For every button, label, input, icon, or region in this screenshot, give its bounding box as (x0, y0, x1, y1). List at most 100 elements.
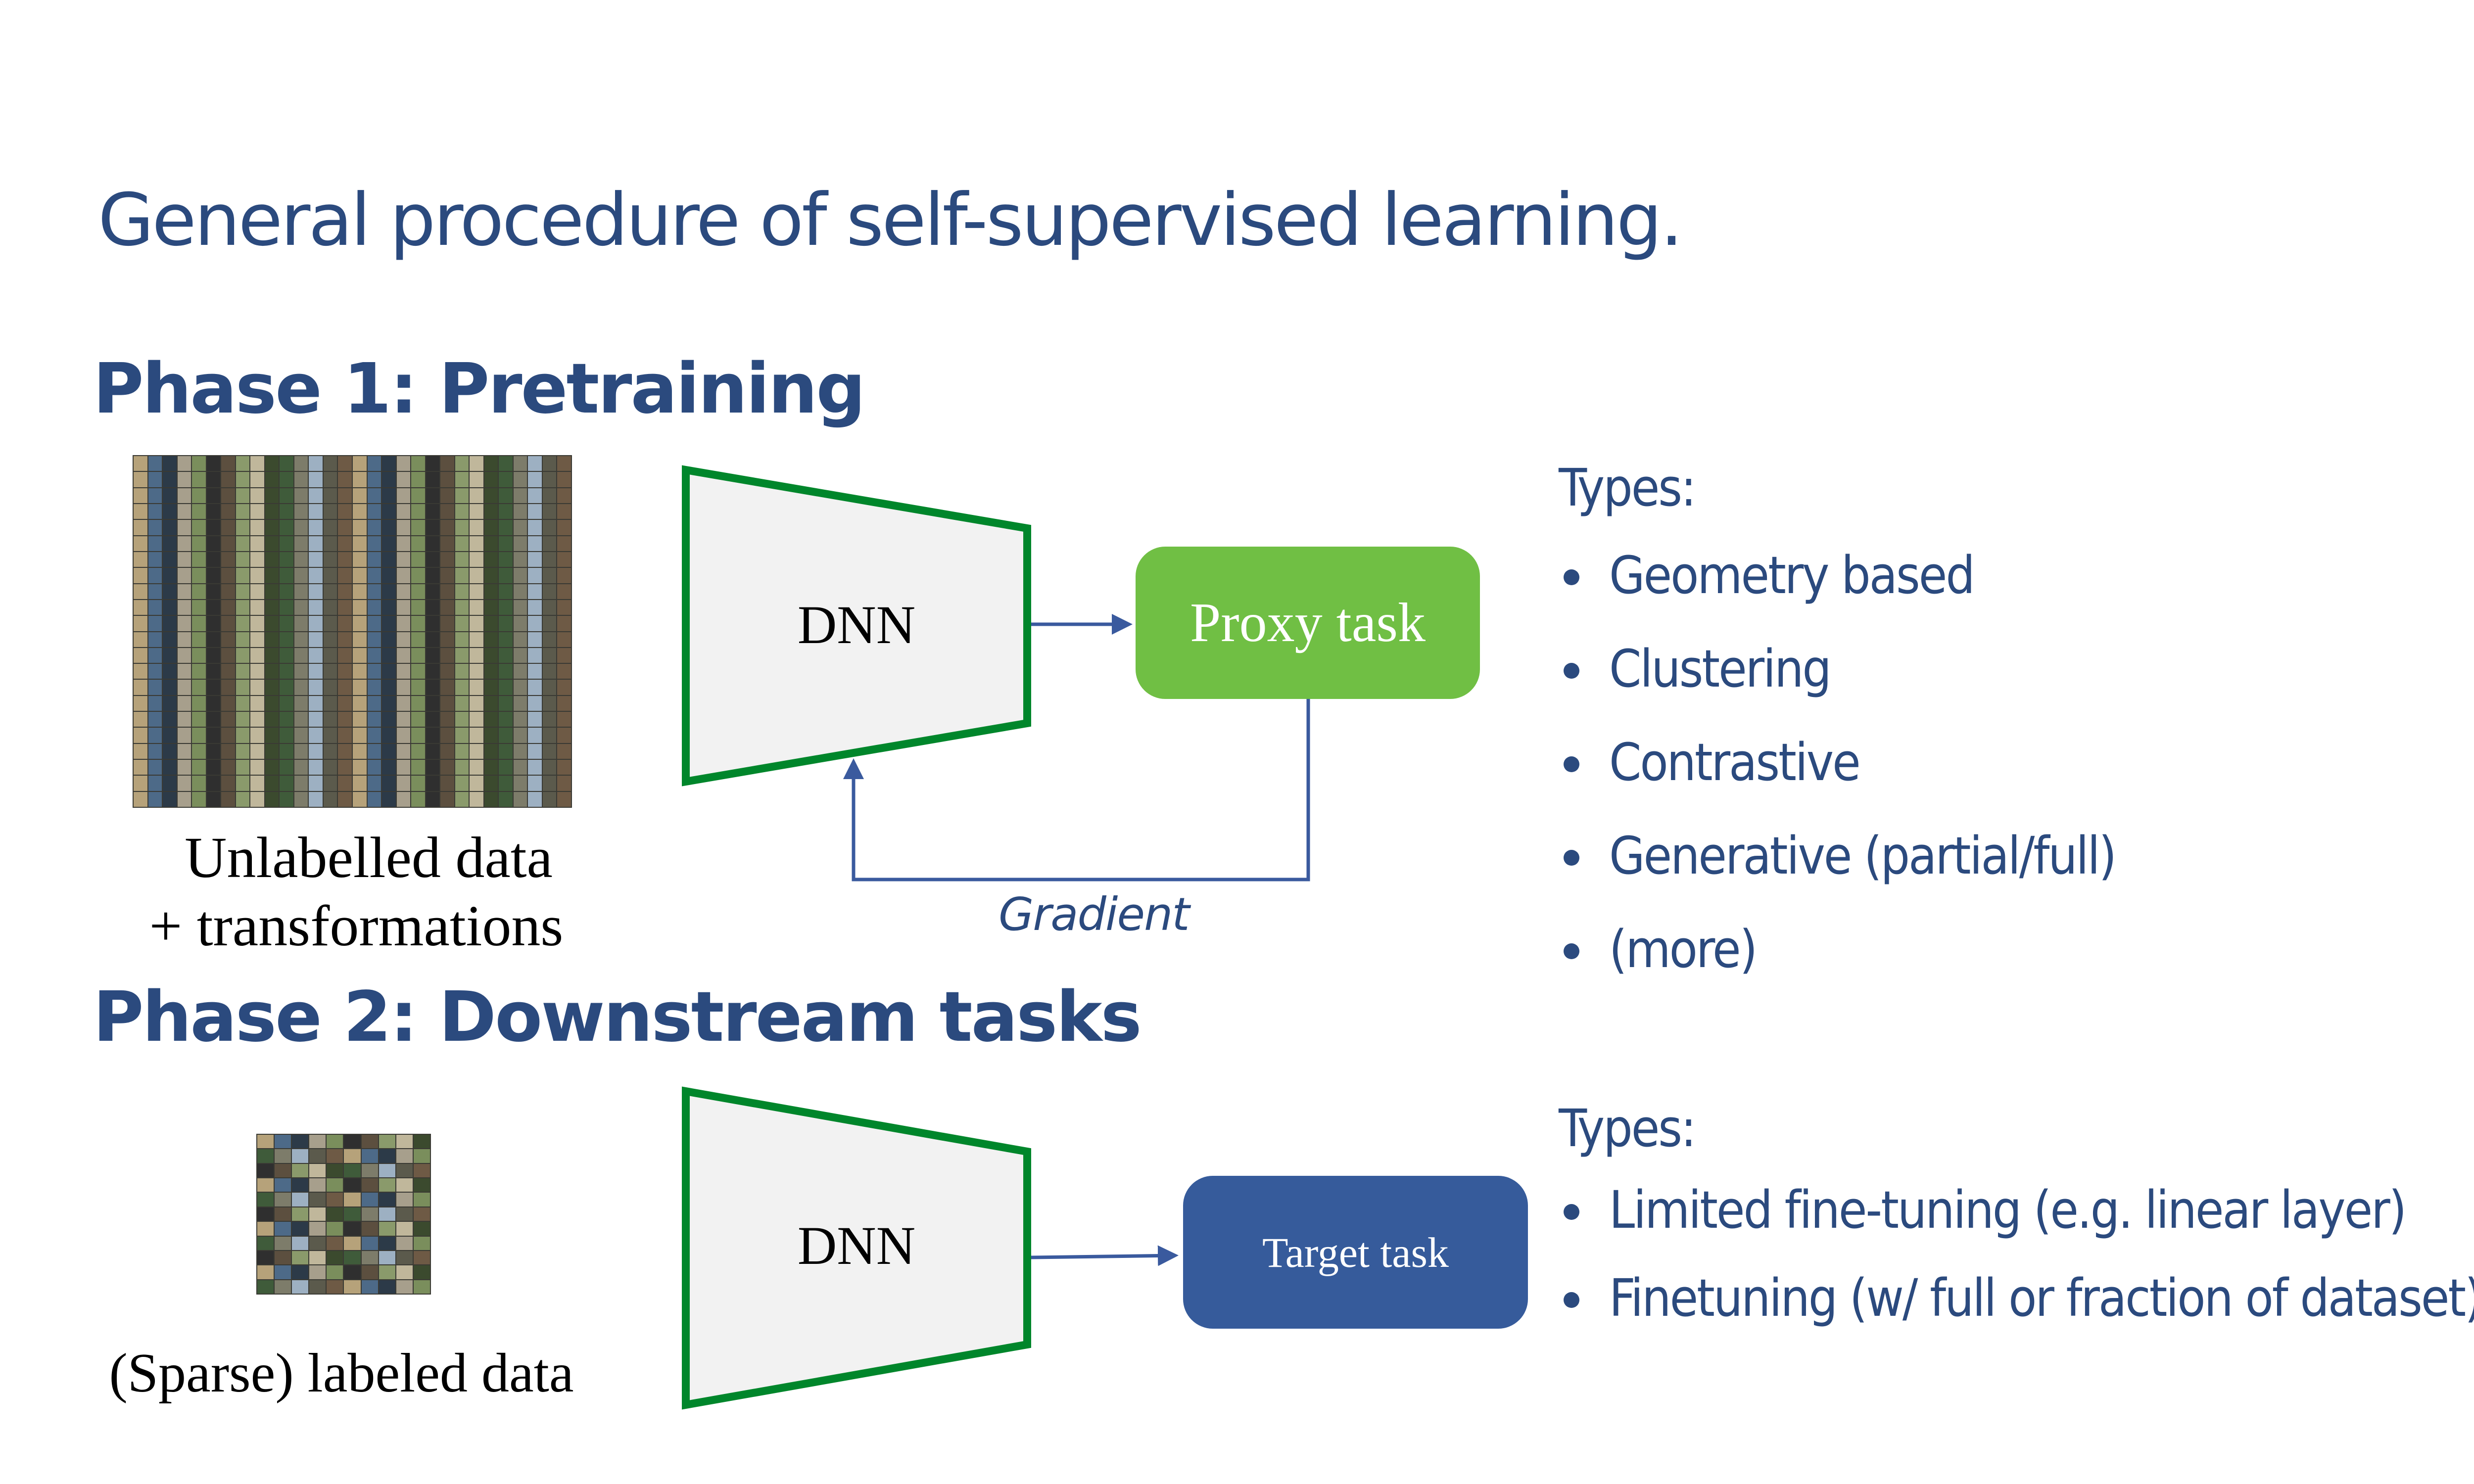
image-tile (338, 680, 352, 695)
image-tile (236, 648, 250, 663)
image-tile (280, 632, 293, 647)
image-tile (338, 584, 352, 599)
image-tile (134, 520, 147, 535)
caption-line-1: Unlabelled data (185, 825, 553, 890)
phase1-type-item: (more) (1559, 920, 2115, 1013)
image-tile (206, 728, 221, 743)
image-tile (352, 616, 367, 631)
type-label: (more) (1609, 919, 1758, 979)
image-tile (361, 1251, 378, 1265)
image-tile (148, 632, 162, 647)
image-tile (221, 488, 235, 503)
image-tile (309, 1149, 326, 1163)
image-tile (206, 712, 221, 727)
image-tile (440, 616, 454, 631)
image-tile (455, 791, 469, 807)
image-tile (470, 456, 483, 471)
image-tile (396, 1265, 413, 1279)
image-tile (470, 680, 483, 695)
image-tile (513, 472, 527, 487)
image-tile (327, 1163, 343, 1178)
image-tile (323, 456, 337, 471)
image-tile (134, 776, 147, 791)
image-tile (411, 536, 425, 551)
image-tile (542, 680, 557, 695)
image-tile (440, 456, 454, 471)
image-tile (455, 536, 469, 551)
image-tile (426, 568, 440, 583)
image-tile (382, 504, 396, 519)
image-tile (327, 1265, 343, 1279)
image-tile (192, 504, 206, 519)
image-tile (528, 712, 542, 727)
image-tile (499, 791, 513, 807)
image-tile (499, 552, 513, 567)
image-tile (294, 743, 308, 759)
image-tile (455, 712, 469, 727)
image-tile (411, 680, 425, 695)
image-tile (542, 776, 557, 791)
image-tile (542, 760, 557, 775)
image-tile (327, 1251, 343, 1265)
image-tile (236, 616, 250, 631)
image-tile (361, 1280, 378, 1294)
image-tile (361, 1207, 378, 1221)
image-tile (327, 1222, 343, 1236)
image-tile (352, 584, 367, 599)
image-tile (382, 488, 396, 503)
image-tile (163, 680, 177, 695)
image-tile (134, 536, 147, 551)
image-tile (148, 584, 162, 599)
image-tile (413, 1251, 430, 1265)
image-tile (484, 536, 498, 551)
image-tile (361, 1222, 378, 1236)
image-tile (148, 743, 162, 759)
image-tile (499, 568, 513, 583)
image-tile (542, 552, 557, 567)
image-tile (542, 648, 557, 663)
image-tile (292, 1193, 309, 1206)
image-tile (396, 584, 411, 599)
image-tile (557, 536, 571, 551)
image-tile (323, 696, 337, 711)
image-tile (413, 1149, 430, 1163)
image-tile (206, 743, 221, 759)
image-tile (177, 648, 191, 663)
image-tile (440, 776, 454, 791)
image-tile (275, 1222, 291, 1236)
image-tile (163, 536, 177, 551)
image-tile (148, 680, 162, 695)
image-tile (542, 696, 557, 711)
image-tile (344, 1222, 361, 1236)
image-tile (426, 743, 440, 759)
image-tile (323, 520, 337, 535)
phase2-types-heading: Types: (1559, 1098, 1697, 1159)
target-task-label: Target task (1262, 1228, 1449, 1276)
image-tile (292, 1135, 309, 1149)
image-tile (309, 1163, 326, 1178)
image-tile (352, 504, 367, 519)
image-tile (221, 743, 235, 759)
image-tile (309, 743, 323, 759)
image-tile (206, 696, 221, 711)
image-tile (236, 600, 250, 615)
image-tile (236, 536, 250, 551)
image-tile (163, 696, 177, 711)
image-tile (148, 568, 162, 583)
image-tile (338, 536, 352, 551)
image-tile (484, 600, 498, 615)
image-tile (499, 664, 513, 679)
image-tile (177, 760, 191, 775)
image-tile (338, 728, 352, 743)
image-tile (250, 552, 264, 567)
image-tile (265, 616, 279, 631)
image-tile (294, 728, 308, 743)
image-tile (513, 616, 527, 631)
image-tile (257, 1265, 274, 1279)
image-tile (426, 696, 440, 711)
image-tile (528, 456, 542, 471)
image-tile (470, 664, 483, 679)
image-tile (294, 488, 308, 503)
image-tile (411, 632, 425, 647)
image-tile (352, 456, 367, 471)
